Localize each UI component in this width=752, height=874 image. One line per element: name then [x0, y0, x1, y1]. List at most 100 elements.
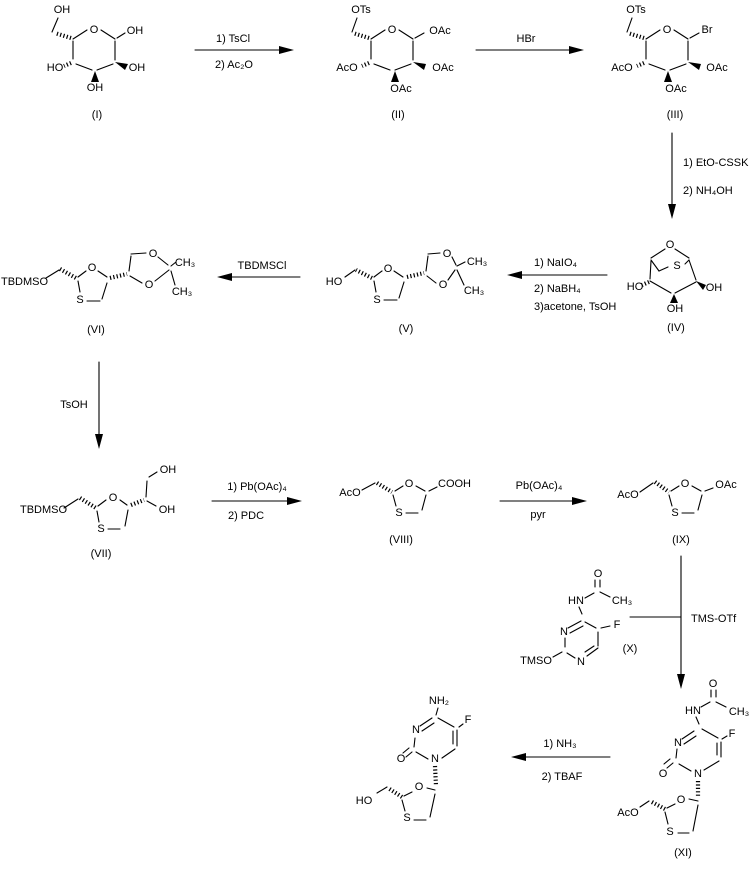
atom-label-n1: N — [577, 656, 585, 668]
reagent-label: pyr — [530, 509, 546, 521]
molecule-skeleton — [639, 689, 728, 834]
atom-label-ring-o: O — [88, 262, 97, 274]
atom-label-aco: AcO — [339, 487, 361, 499]
atom-label-ch3-top: CH₃ — [175, 257, 195, 269]
atom-label-ring-s: S — [373, 294, 380, 306]
atom-label-ch3-bottom: CH₃ — [464, 285, 484, 297]
atom-label-ho: HO — [627, 281, 644, 293]
reagent-label: 1) NaIO₄ — [534, 257, 578, 269]
atom-label-c3: OAc — [665, 83, 687, 95]
atom-label-n1: N — [694, 768, 702, 780]
atom-label-oh-top: OH — [160, 464, 177, 476]
atom-label-ring-o: O — [681, 478, 690, 490]
compound-XI: O HN CH₃ F N N O O S AcO (XI) — [617, 678, 749, 859]
atom-label-c1: OAc — [429, 25, 451, 37]
atom-label-c2: OAc — [706, 62, 728, 74]
reaction-arrow-etocssk-nh4oh: 1) EtO-CSSK 2) NH₄OH — [668, 132, 749, 219]
compound-I: OH O OH OH OH HO (I) — [47, 4, 146, 121]
reaction-arrow-pboac4-pyr: Pb(OAc)₄ pyr — [499, 480, 587, 521]
atom-label-o-acyl: O — [709, 678, 718, 690]
atom-label-ring-s: S — [666, 826, 673, 838]
atom-label-c1: Br — [702, 24, 713, 36]
atom-label-ring-o: O — [677, 794, 686, 806]
atom-label-ring-s: S — [403, 812, 410, 824]
compound-number-label: (XI) — [674, 847, 692, 859]
atom-label-c3: OH — [87, 82, 104, 94]
atom-label-cooh: COOH — [438, 478, 471, 490]
reagent-label: TMS-OTf — [691, 613, 737, 625]
compound-VIII: AcO O S COOH (VIII) — [339, 478, 471, 546]
atom-label-ring-o: O — [663, 24, 672, 36]
reagent-label: 2) Ac₂O — [215, 59, 253, 71]
atom-label-tbdmso: TBDMSO — [20, 504, 68, 516]
atom-label-oh-right: OH — [706, 282, 723, 294]
reagent-label: 2) NaBH₄ — [534, 283, 581, 295]
compound-number-label: (I) — [92, 109, 102, 121]
atom-label-c4: AcO — [611, 62, 633, 74]
compound-IX: AcO O S OAc (IX) — [617, 478, 737, 546]
atom-label-o-c2: O — [659, 768, 668, 780]
atom-label-diox-o-bottom: O — [439, 279, 448, 291]
atom-label-tbdmso: TBDMSO — [1, 276, 49, 288]
atom-label-ring-o: O — [90, 24, 99, 36]
compound-final-product: NH₂ F N O N O S HO — [356, 695, 472, 824]
atom-label-tmso: TMSO — [520, 655, 552, 667]
atom-label-f: F — [614, 619, 621, 631]
reagent-label: Pb(OAc)₄ — [516, 480, 563, 492]
compound-number-label: (VII) — [91, 548, 112, 560]
reagent-label: 1) EtO-CSSK — [683, 157, 749, 169]
reagent-label: TsOH — [60, 399, 88, 411]
compound-number-label: (VIII) — [389, 534, 413, 546]
atom-label-o-c2: O — [397, 753, 406, 765]
compound-number-label: (X) — [623, 643, 638, 655]
atom-label-n3: N — [560, 626, 568, 638]
compound-number-label: (II) — [391, 109, 404, 121]
atom-label-diox-o-top: O — [443, 248, 452, 260]
compound-number-label: (III) — [667, 109, 684, 121]
atom-label-ots: OTs — [626, 4, 646, 16]
atom-label-ring-o: O — [415, 781, 424, 793]
reaction-arrow-tsoh: TsOH — [60, 361, 103, 449]
reagent-label: 3)acetone, TsOH — [534, 301, 616, 313]
atom-label-ch3-top: CH₃ — [467, 256, 487, 268]
atom-label-oh-bottom: OH — [667, 303, 684, 315]
compound-number-label: (IV) — [667, 322, 685, 334]
reagent-label: TBDMSCl — [238, 260, 287, 272]
molecule-skeleton — [51, 17, 128, 82]
atom-label-n3: N — [674, 737, 682, 749]
atom-label-o-acyl: O — [594, 568, 603, 580]
reaction-arrow-pboac4-pdc: 1) Pb(OAc)₄ 2) PDC — [211, 481, 302, 522]
compound-IV: O S HO OH OH (IV) — [627, 239, 723, 334]
molecule-skeleton — [376, 707, 464, 821]
atom-label-aco: AcO — [617, 489, 639, 501]
atom-label-ring-s: S — [76, 294, 83, 306]
atom-label-c4: AcO — [336, 62, 358, 74]
atom-label-ho: HO — [326, 276, 343, 288]
atom-label-ring-o: O — [405, 478, 414, 490]
atom-label-ring-s: S — [395, 507, 402, 519]
atom-label-f: F — [729, 728, 736, 740]
atom-label-n1: N — [431, 753, 439, 765]
atom-label-ch3: CH₃ — [612, 595, 632, 607]
compound-number-label: (V) — [399, 323, 414, 335]
atom-label-diox-o-bottom: O — [145, 279, 154, 291]
reagent-label: 2) PDC — [228, 510, 264, 522]
molecule-skeleton — [63, 471, 158, 530]
reaction-arrow-tbdmscl: TBDMSCl — [217, 260, 301, 281]
atom-label-ch2oh: OH — [54, 4, 71, 16]
molecule-skeleton — [351, 17, 426, 82]
reaction-arrow-nh3-tbaf: 1) NH₃ 2) TBAF — [511, 738, 611, 783]
atom-label-f: F — [465, 714, 472, 726]
reagent-label: 1) TsCl — [216, 33, 250, 45]
reaction-arrow-tscl-ac2o: 1) TsCl 2) Ac₂O — [194, 33, 294, 71]
reaction-arrow-tmsotf: TMS-OTf — [629, 555, 737, 689]
reagent-label: 1) NH₃ — [543, 738, 576, 750]
compound-X: O CH₃ HN N F TMSO N (X) — [520, 568, 637, 668]
atom-label-c2: OAc — [432, 62, 454, 74]
compound-VII: TBDMSO O S OH OH (VII) — [20, 464, 176, 560]
atom-label-c1: OH — [127, 25, 144, 37]
atom-label-ots: OTs — [351, 4, 371, 16]
atom-label-hn: HN — [685, 705, 701, 717]
atom-label-c3: OAc — [390, 83, 412, 95]
